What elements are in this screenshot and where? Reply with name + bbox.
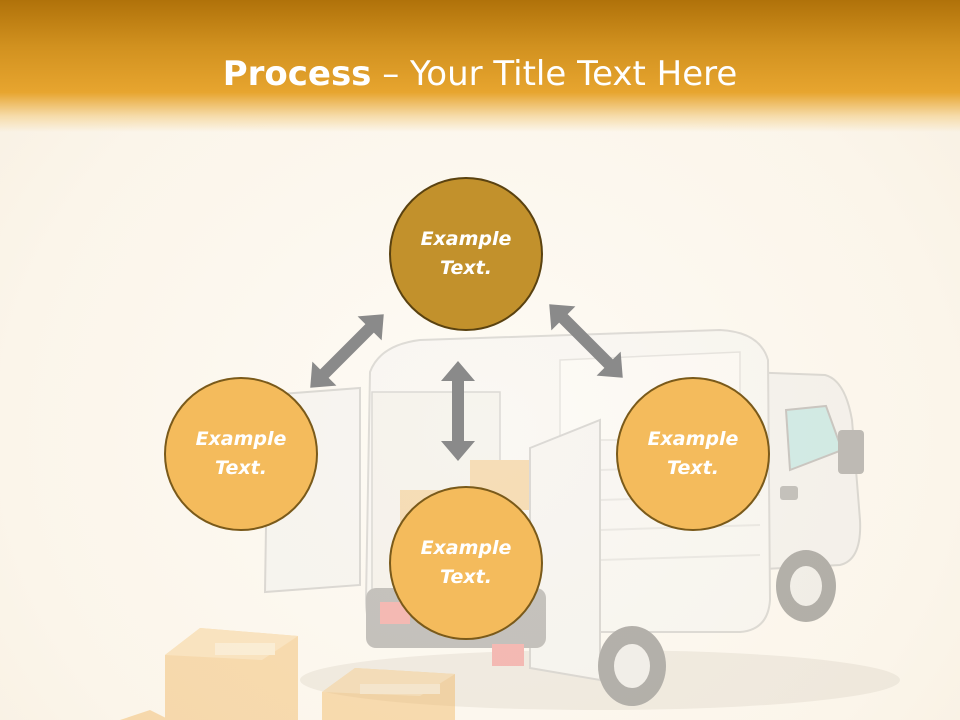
process-node-top[interactable]: Example Text.: [389, 177, 543, 331]
double-arrow-icon: [441, 361, 475, 461]
title-bold: Process: [222, 54, 372, 94]
title-bar: [0, 0, 960, 132]
cardboard-boxes-icon: [120, 628, 455, 720]
double-arrow-icon: [310, 314, 384, 388]
node-text: Example Text.: [420, 537, 512, 588]
process-node-right[interactable]: Example Text.: [616, 377, 770, 531]
slide-title: Process – Your Title Text Here: [0, 52, 960, 96]
node-text: Example Text.: [195, 428, 287, 479]
title-rest: – Your Title Text Here: [371, 54, 738, 94]
node-text: Example Text.: [420, 228, 512, 279]
double-arrow-icon: [549, 304, 623, 378]
process-node-bottom[interactable]: Example Text.: [389, 486, 543, 640]
node-text: Example Text.: [647, 428, 739, 479]
process-node-left[interactable]: Example Text.: [164, 377, 318, 531]
